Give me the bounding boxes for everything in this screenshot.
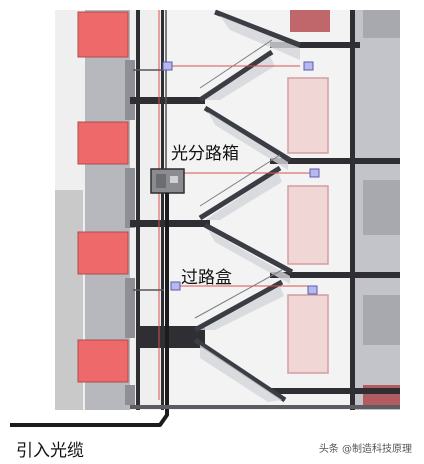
- junction-box-markers: [162, 61, 320, 295]
- optical-distribution-box: [150, 168, 185, 194]
- shaft-walls: [136, 10, 355, 410]
- distribution-box-label: 光分路箱: [171, 144, 239, 164]
- junction-box-label: 过路盒: [181, 268, 232, 288]
- doors: [287, 77, 329, 374]
- stair-underside: [200, 16, 300, 402]
- watermark: 头条 @制造科技原理: [318, 444, 412, 455]
- riser-cable: [158, 10, 310, 400]
- incoming-cable-line: [10, 193, 169, 427]
- facade-right: [290, 10, 400, 410]
- stair-flights: [193, 9, 301, 403]
- handrails: [194, 39, 283, 319]
- base-slab: [130, 405, 400, 409]
- facade-shadows: [125, 60, 135, 405]
- floor-slabs: [130, 42, 400, 394]
- red-panels: [77, 11, 129, 383]
- incoming-cable-label: 引入光缆: [16, 441, 84, 461]
